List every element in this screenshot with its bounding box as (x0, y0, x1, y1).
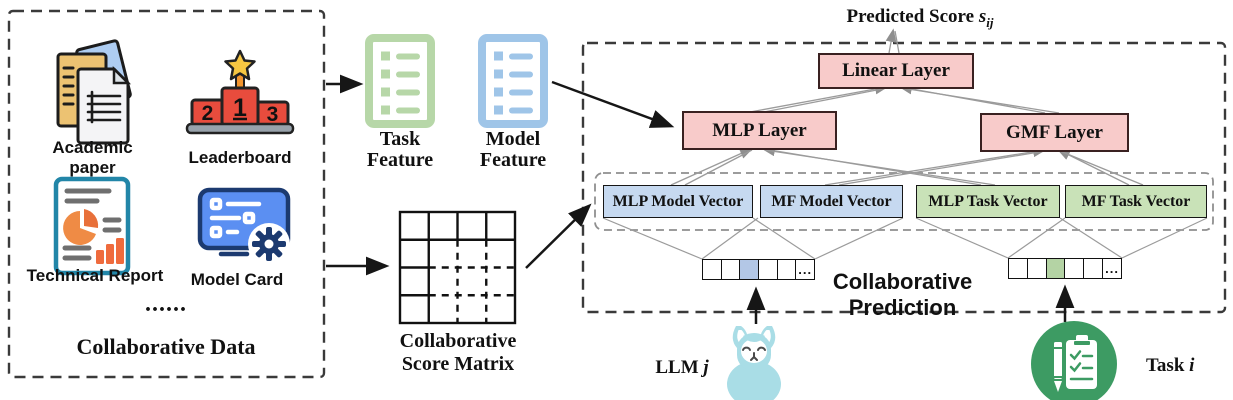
predicted-score-label: Predicted Score sij (800, 6, 1040, 30)
gmf-layer-box: GMF Layer (980, 113, 1129, 152)
onehot-cell (703, 260, 721, 279)
leaderboard-icon: 2 1 3 (185, 49, 295, 135)
llm-label: LLM j (642, 357, 722, 379)
mf-task-vector-box: MF Task Vector (1065, 185, 1207, 218)
task-label-text: Task (1146, 355, 1190, 376)
model-feature-label-line2: Feature (479, 148, 547, 171)
onehot-cell (1064, 259, 1083, 278)
model-feature-label-line1: Model (485, 127, 541, 150)
podium-number-3: 3 (267, 103, 279, 126)
leaderboard-label: Leaderboard (188, 148, 292, 167)
onehot-fan-lines (602, 217, 1208, 260)
model-onehot-vector: ... (702, 259, 815, 280)
onehot-cell (720, 260, 740, 279)
onehot-cell (758, 260, 777, 279)
llm-symbol: j (703, 357, 709, 378)
score-matrix-grid (398, 210, 517, 325)
predicted-score-subscript: ij (986, 14, 994, 30)
onehot-cell-active (739, 260, 759, 279)
model-card-icon (197, 187, 291, 265)
technical-report-icon (53, 176, 131, 276)
predicted-score-text: Predicted Score (846, 6, 979, 27)
onehot-cell (776, 260, 796, 279)
academic-paper-label: Academic paper (52, 138, 133, 177)
collaborative-data-title: Collaborative Data (76, 334, 256, 359)
gear-icon (252, 227, 286, 261)
llama-icon (727, 326, 781, 400)
ellipsis-more-data: ...... (145, 290, 187, 317)
llm-label-text: LLM (655, 357, 704, 378)
task-onehot-vector: ... (1008, 258, 1122, 279)
onehot-cell-ellipsis: ... (795, 260, 814, 279)
task-symbol: i (1189, 355, 1195, 376)
task-feature-label-line2: Feature (366, 148, 434, 171)
academic-paper-icon (56, 39, 132, 145)
task-feature-label-line1: Task (379, 127, 421, 150)
mlp-task-vector-box: MLP Task Vector (916, 185, 1060, 218)
onehot-cell (1026, 259, 1046, 278)
score-matrix-label-line2: Score Matrix (401, 352, 515, 375)
model-card-label: Model Card (190, 270, 284, 289)
onehot-cell (1083, 259, 1102, 278)
technical-report-label: Technical Report (26, 266, 164, 285)
podium-number-2: 2 (202, 102, 214, 125)
mf-model-vector-box: MF Model Vector (760, 185, 903, 218)
predicted-score-symbol: s (978, 6, 987, 27)
model-feature-icon (478, 34, 548, 128)
task-label: Task i (1146, 355, 1226, 377)
mlp-model-vector-box: MLP Model Vector (603, 185, 753, 218)
onehot-cell-ellipsis: ... (1102, 259, 1121, 278)
linear-layer-box: Linear Layer (818, 53, 974, 89)
onehot-cell-active (1045, 259, 1065, 278)
task-feature-icon (365, 34, 435, 128)
collaborative-prediction-title: Collaborative Prediction (832, 269, 973, 320)
task-icon (1031, 321, 1117, 400)
score-matrix-label-line1: Collaborative (399, 329, 517, 352)
mlp-layer-box: MLP Layer (682, 111, 837, 150)
podium-number-1: 1 (233, 94, 247, 122)
